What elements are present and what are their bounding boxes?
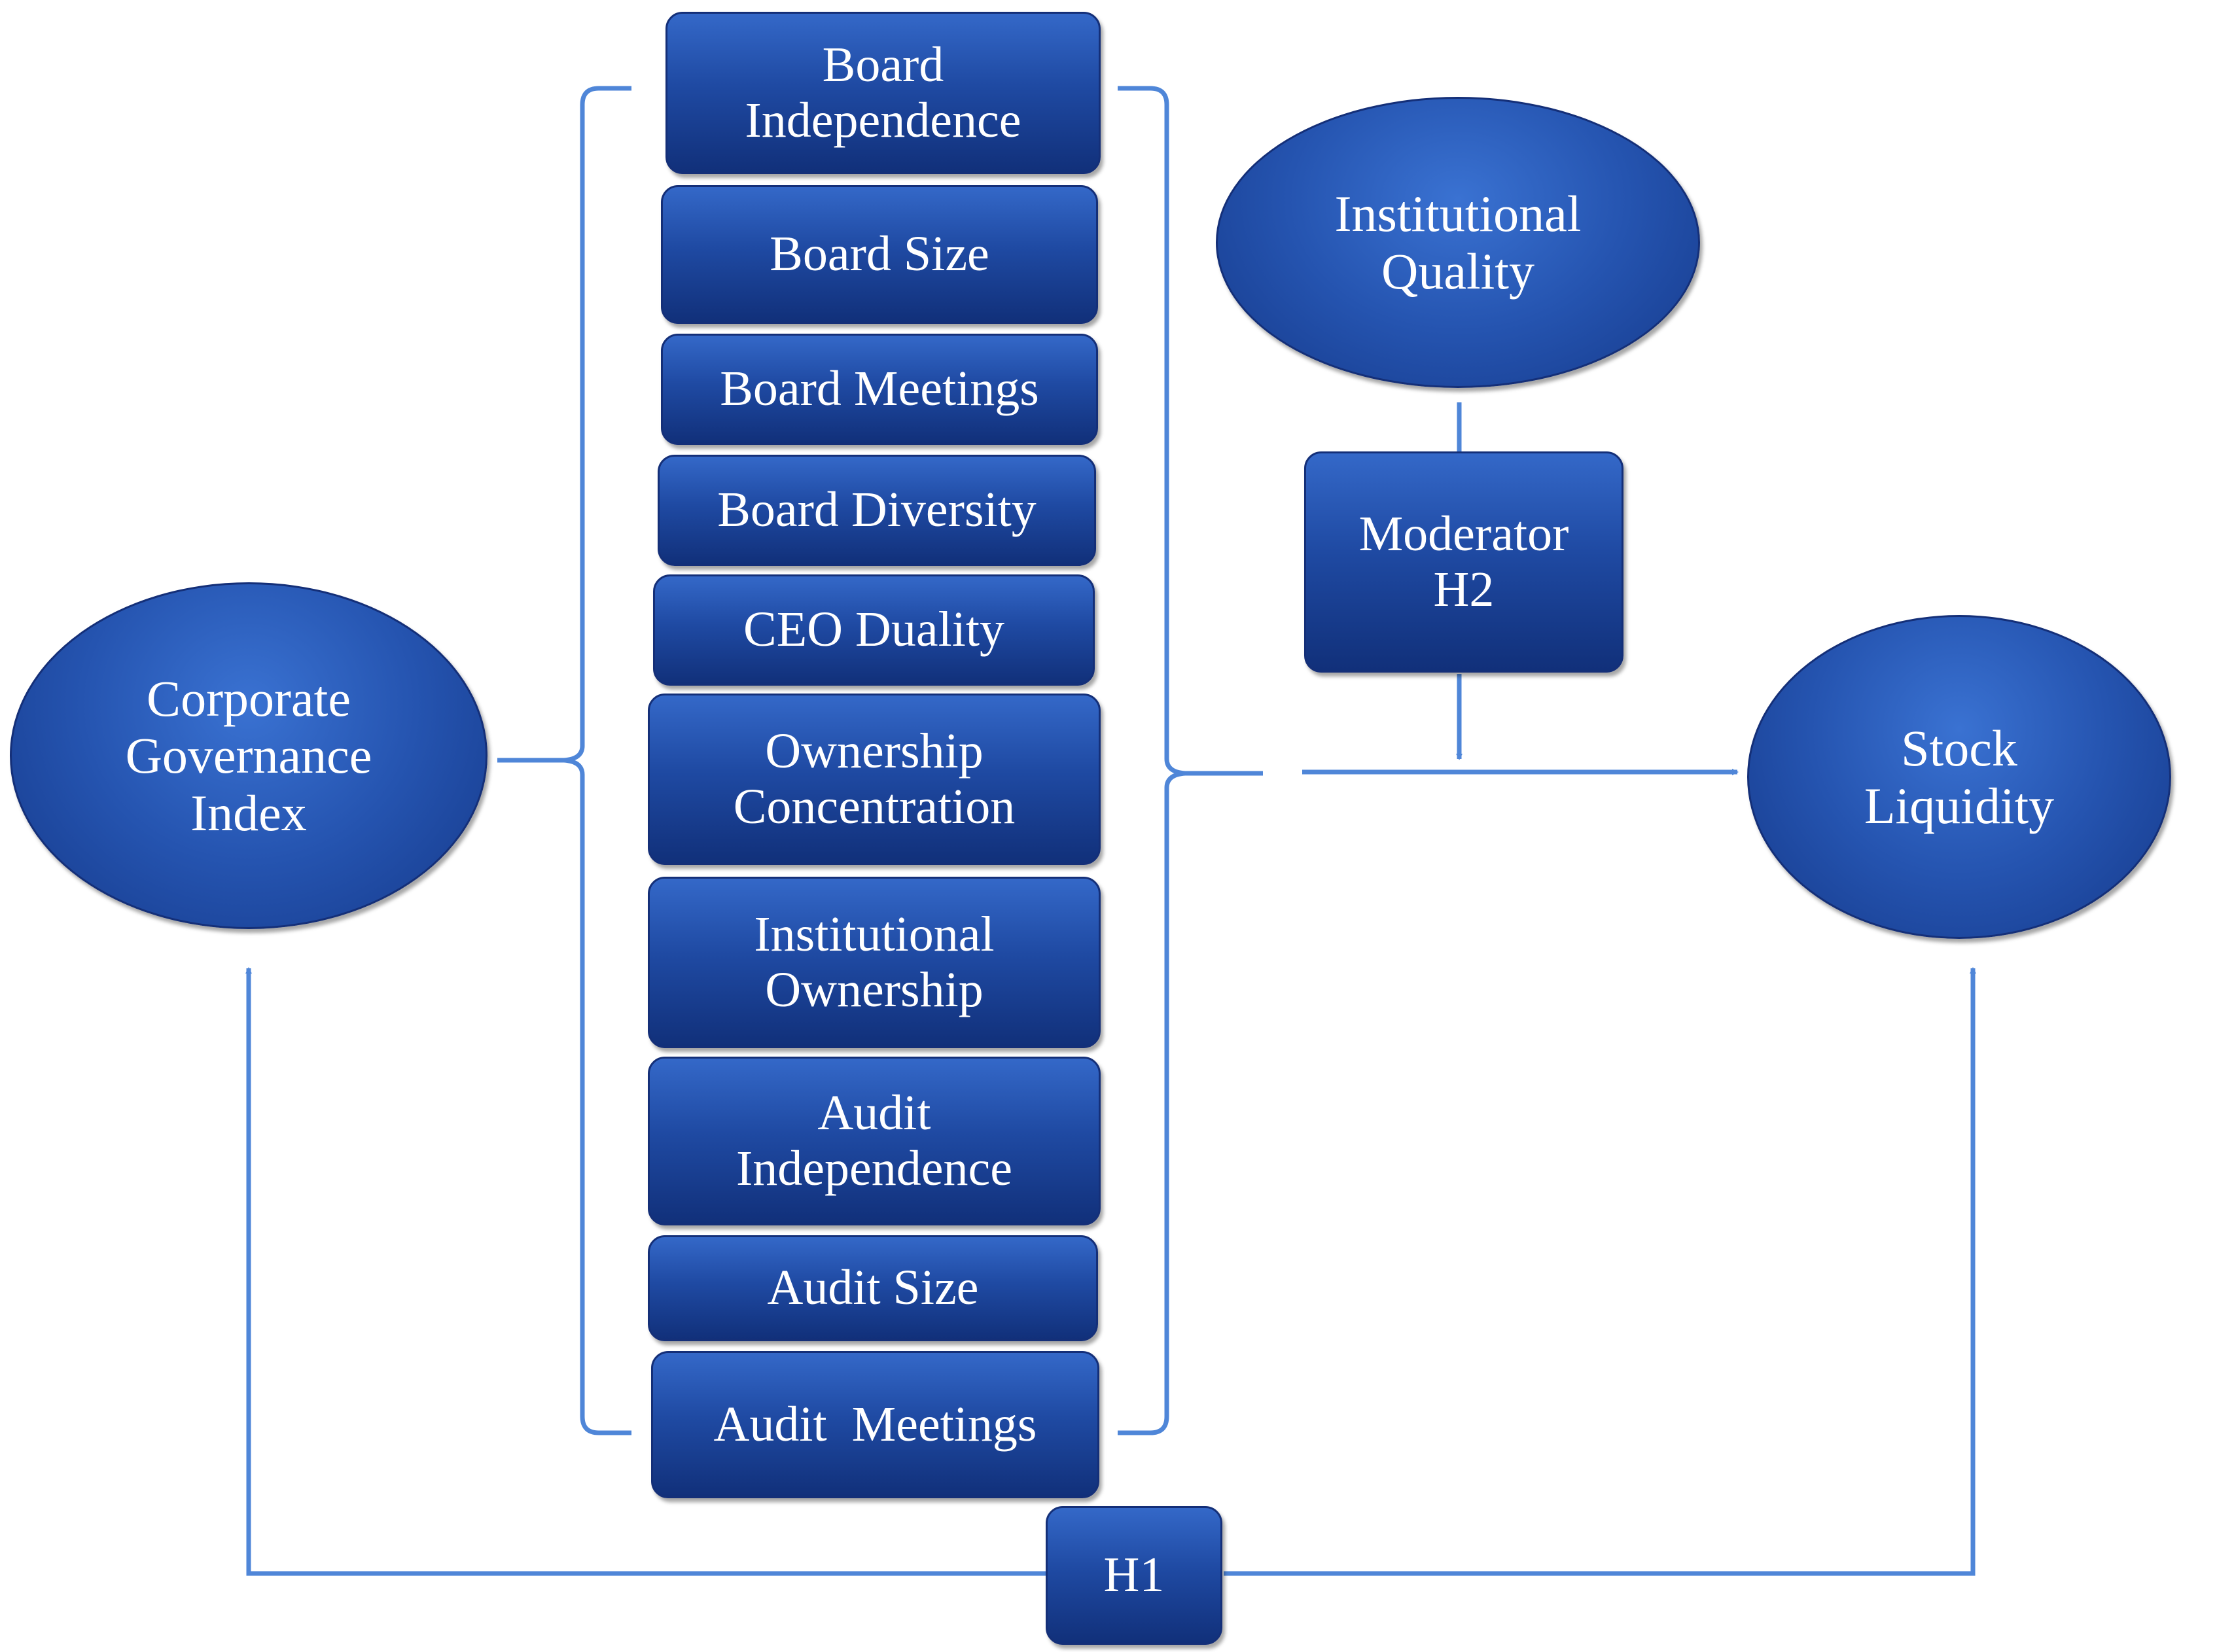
component-board-size: Board Size [661,185,1098,324]
component-audit-meetings: Audit Meetings [651,1351,1099,1498]
right-brace [1118,86,1263,1435]
component-ownership-concentration: Ownership Concentration [648,694,1101,865]
component-ceo-duality: CEO Duality [653,574,1095,686]
institutional-quality-node: Institutional Quality [1216,97,1700,388]
component-board-diversity: Board Diversity [658,455,1096,566]
component-board-independence: Board Independence [665,12,1101,174]
corporate-governance-index-node: Corporate Governance Index [10,582,488,929]
h1-right-path [1224,967,1976,1576]
left-brace [497,86,631,1435]
moderator-h2-node: Moderator H2 [1304,451,1623,673]
stock-liquidity-node: Stock Liquidity [1747,615,2171,939]
component-institutional-ownership: Institutional Ownership [648,877,1101,1048]
component-audit-independence: Audit Independence [648,1057,1101,1225]
h1-left-path [245,967,1047,1576]
component-audit-size: Audit Size [648,1235,1098,1341]
h1-node: H1 [1046,1506,1222,1645]
component-board-meetings: Board Meetings [661,334,1098,445]
